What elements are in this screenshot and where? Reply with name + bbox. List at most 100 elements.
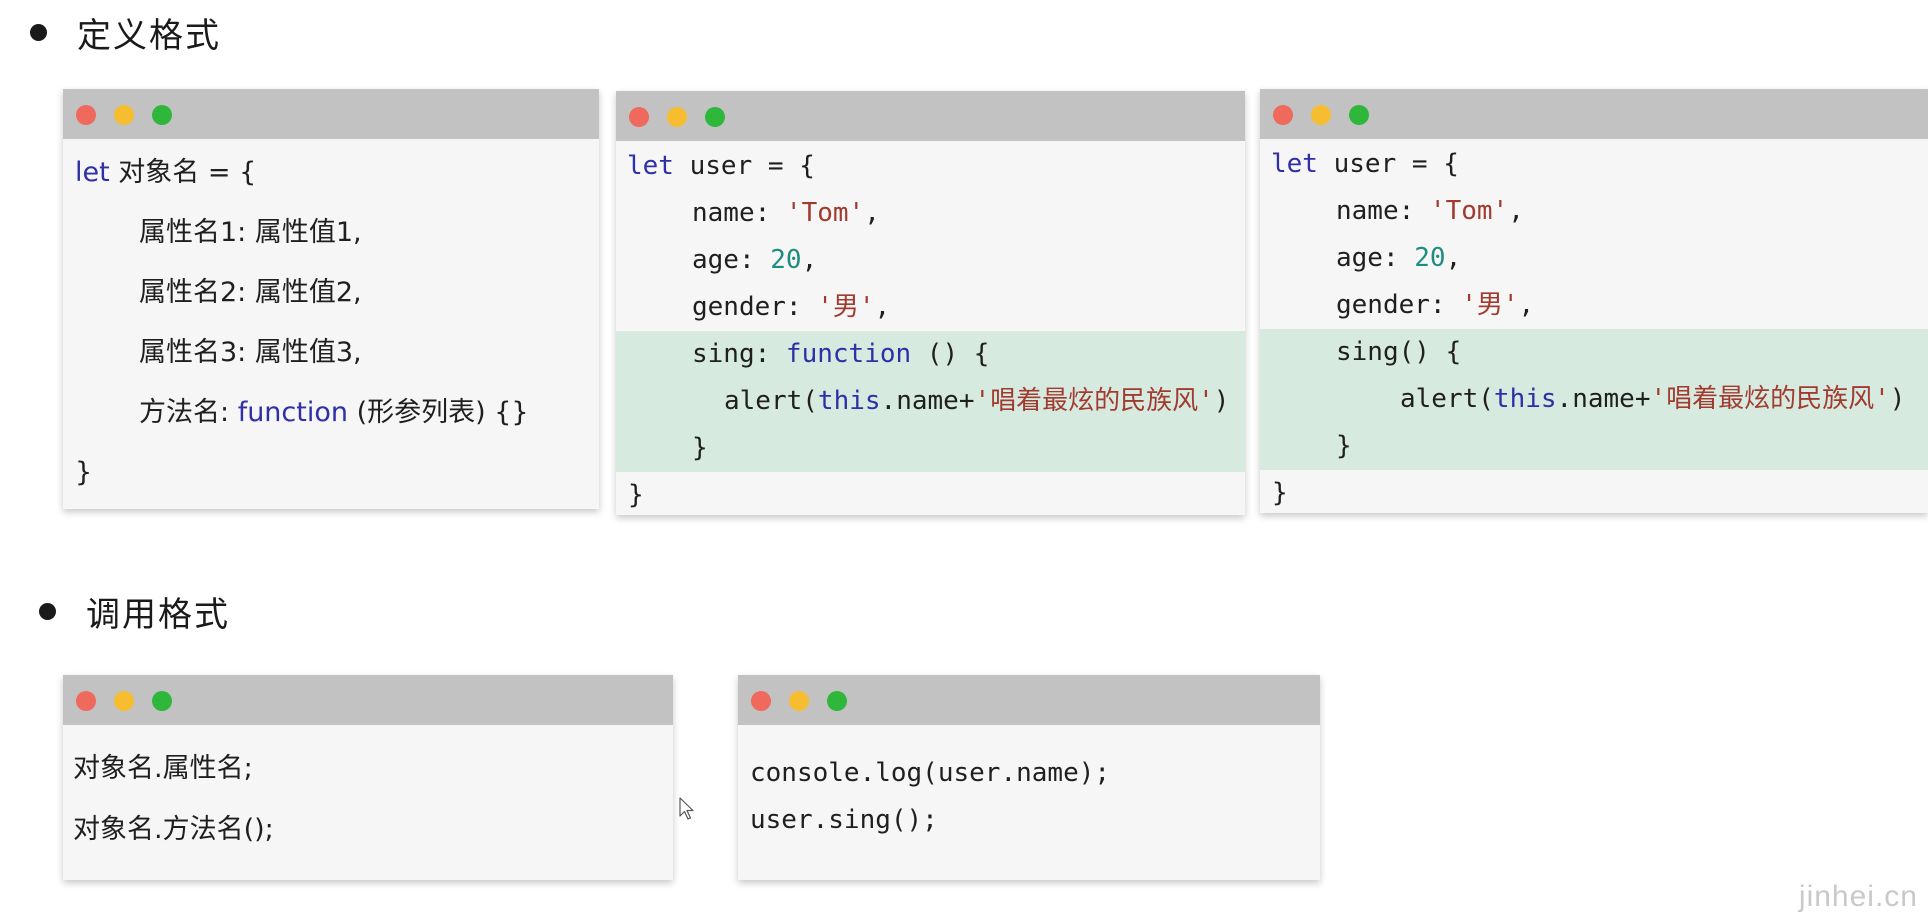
code-text: age: <box>692 245 771 275</box>
code-line: gender: '男', <box>616 284 1245 331</box>
call-format-heading: 调用格式 <box>39 587 230 636</box>
window-maximize-dot-icon[interactable] <box>1349 105 1369 125</box>
code-text: user = { <box>1317 149 1459 179</box>
window-maximize-dot-icon[interactable] <box>827 691 847 711</box>
code-line: } <box>628 480 644 510</box>
code-line: user.sing(); <box>750 805 938 835</box>
window-close-dot-icon[interactable] <box>76 691 96 711</box>
code-line: 属性名1: 属性值1, <box>139 217 362 248</box>
window-maximize-dot-icon[interactable] <box>705 107 725 127</box>
code-body: console.log(user.name); user.sing(); <box>738 725 1320 880</box>
code-line: 方法名: function (形参列表) {} <box>139 389 599 436</box>
code-line: name: 'Tom', <box>616 190 1245 237</box>
code-keyword: let <box>627 151 674 181</box>
code-text: , <box>864 198 880 228</box>
window-titlebar <box>738 675 1320 725</box>
code-text: gender: <box>1336 290 1462 320</box>
code-text: user = { <box>673 151 815 181</box>
code-text: alert( <box>1400 384 1494 414</box>
code-text: , <box>1445 243 1462 273</box>
window-minimize-dot-icon[interactable] <box>114 105 134 125</box>
code-text: .name+ <box>880 386 975 416</box>
code-line-highlighted: } <box>1260 423 1928 470</box>
define-format-heading: 定义格式 <box>30 8 221 57</box>
code-keyword: this <box>1493 384 1557 414</box>
code-string: 'Tom' <box>1429 196 1509 226</box>
window-minimize-dot-icon[interactable] <box>1311 105 1331 125</box>
code-keyword: function <box>785 339 912 369</box>
code-text: (形参列表) {} <box>347 397 529 428</box>
code-line: let user = { <box>1260 141 1928 188</box>
code-line: } <box>75 457 93 488</box>
circle-bullet-icon <box>30 24 47 41</box>
code-window-call-user: console.log(user.name); user.sing(); <box>738 675 1320 880</box>
watermark-text: jinhei.cn <box>1798 880 1918 913</box>
code-window-call-template: 对象名.属性名; 对象名.方法名(); <box>63 675 673 880</box>
code-line: console.log(user.name); <box>750 758 1111 788</box>
code-window-define-user-shorthand: let user = { name: 'Tom', age: 20, gende… <box>1260 89 1928 513</box>
code-line: 对象名.方法名(); <box>73 814 274 845</box>
code-line: age: 20, <box>616 237 1245 284</box>
mouse-cursor-icon <box>679 797 694 820</box>
code-line: age: 20, <box>1260 235 1928 282</box>
window-maximize-dot-icon[interactable] <box>152 691 172 711</box>
window-titlebar <box>1260 89 1928 139</box>
code-keyword: let <box>75 157 110 188</box>
code-line: 属性名2: 属性值2, <box>139 277 362 308</box>
circle-bullet-icon <box>39 603 56 620</box>
code-line: 对象名.属性名; <box>73 753 253 784</box>
code-text: , <box>1508 196 1524 226</box>
code-text: name: <box>1336 196 1430 226</box>
define-format-heading-text: 定义格式 <box>77 16 221 56</box>
code-text: 方法名: <box>139 397 238 428</box>
code-text: ) <box>1213 386 1230 416</box>
code-line-highlighted: alert(this.name+'唱着最炫的民族风') <box>616 378 1245 425</box>
code-string: '男' <box>817 292 875 322</box>
code-body: let user = { name: 'Tom', age: 20, gende… <box>616 141 1245 515</box>
code-line: name: 'Tom', <box>1260 188 1928 235</box>
window-titlebar <box>616 91 1245 141</box>
code-number: 20 <box>1414 243 1446 273</box>
code-text: .name+ <box>1556 384 1651 414</box>
code-line-highlighted: sing() { <box>1260 329 1928 376</box>
code-text: , <box>801 245 818 275</box>
code-string: '唱着最炫的民族风' <box>974 386 1214 416</box>
code-line-highlighted: sing: function () { <box>616 331 1245 378</box>
code-text: name: <box>692 198 786 228</box>
code-line-highlighted: alert(this.name+'唱着最炫的民族风') <box>1260 376 1928 423</box>
window-close-dot-icon[interactable] <box>629 107 649 127</box>
code-body: let user = { name: 'Tom', age: 20, gende… <box>1260 139 1928 513</box>
window-minimize-dot-icon[interactable] <box>114 691 134 711</box>
window-titlebar <box>63 89 599 139</box>
code-text: gender: <box>692 292 818 322</box>
code-string: '唱着最炫的民族风' <box>1650 384 1890 414</box>
window-close-dot-icon[interactable] <box>751 691 771 711</box>
code-text: 对象名 = { <box>109 157 257 188</box>
code-text: alert( <box>724 386 818 416</box>
code-line: let 对象名 = { <box>75 149 599 196</box>
code-text: ) <box>1889 384 1906 414</box>
code-line: let user = { <box>616 143 1245 190</box>
call-format-heading-text: 调用格式 <box>86 595 230 635</box>
code-keyword: let <box>1271 149 1318 179</box>
window-minimize-dot-icon[interactable] <box>667 107 687 127</box>
code-number: 20 <box>770 245 802 275</box>
code-keyword: this <box>817 386 881 416</box>
code-window-define-template: let 对象名 = { 属性名1: 属性值1, 属性名2: 属性值2, 属性名3… <box>63 89 599 509</box>
code-window-define-user-function: let user = { name: 'Tom', age: 20, gende… <box>616 91 1245 515</box>
window-maximize-dot-icon[interactable] <box>152 105 172 125</box>
window-close-dot-icon[interactable] <box>76 105 96 125</box>
code-string: '男' <box>1461 290 1519 320</box>
code-text: , <box>874 292 891 322</box>
code-line-highlighted: } <box>616 425 1245 472</box>
code-text: , <box>1518 290 1535 320</box>
window-close-dot-icon[interactable] <box>1273 105 1293 125</box>
window-titlebar <box>63 675 673 725</box>
window-minimize-dot-icon[interactable] <box>789 691 809 711</box>
code-body: 对象名.属性名; 对象名.方法名(); <box>63 725 673 880</box>
code-text: () { <box>911 339 990 369</box>
code-line: } <box>1272 478 1288 508</box>
code-line: 属性名3: 属性值3, <box>139 337 362 368</box>
code-body: let 对象名 = { 属性名1: 属性值1, 属性名2: 属性值2, 属性名3… <box>63 139 599 509</box>
code-text: age: <box>1336 243 1415 273</box>
